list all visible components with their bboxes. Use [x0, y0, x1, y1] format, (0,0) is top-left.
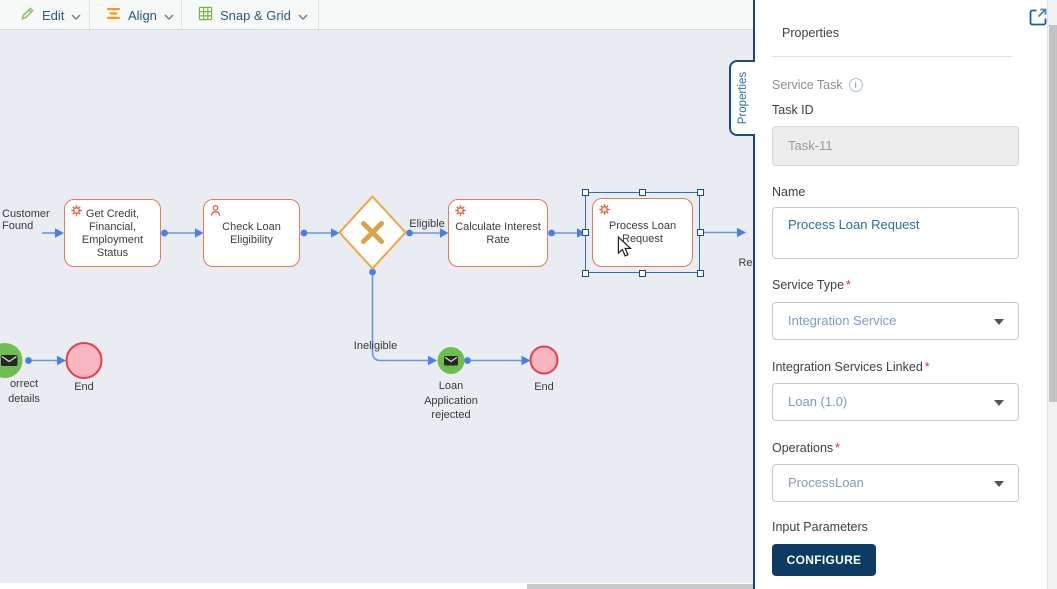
toolbar-divider: [89, 0, 90, 30]
vertical-scrollbar-thumb[interactable]: [1049, 25, 1057, 402]
resize-handle[interactable]: [696, 269, 704, 277]
task-process-loan-request[interactable]: Process Loan Request: [592, 198, 693, 267]
task-id-field: Task-11: [772, 126, 1019, 166]
resize-handle[interactable]: [581, 229, 589, 236]
task-get-credit[interactable]: Get Credit, Financial, Employment Status: [64, 199, 161, 267]
service-type-label: Service Type*: [772, 278, 851, 292]
info-icon[interactable]: i: [848, 78, 863, 92]
gear-icon: [454, 204, 467, 221]
selection-rect: [585, 192, 700, 273]
task-label: Process Loan Request: [608, 220, 677, 245]
align-menu-label: Align: [128, 7, 157, 23]
task-label: Check Loan Eligibility: [222, 220, 281, 246]
resize-handle[interactable]: [581, 188, 589, 196]
properties-panel: Properties Service Task i Task ID Task-1…: [753, 0, 1057, 589]
dropdown-caret-icon: [994, 481, 1004, 487]
name-label: Name: [772, 185, 806, 199]
name-field[interactable]: Process Loan Request: [772, 207, 1019, 259]
service-type-select[interactable]: Integration Service: [772, 302, 1019, 340]
pencil-icon: [20, 6, 35, 24]
element-type-label: Service Task: [772, 78, 843, 92]
dropdown-caret-icon: [994, 400, 1004, 406]
align-lines-icon: [106, 7, 121, 23]
chevron-down-icon: [71, 8, 81, 23]
task-check-loan-eligibility[interactable]: Check Loan Eligibility: [203, 199, 300, 267]
horizontal-scrollbar-thumb[interactable]: [527, 584, 753, 589]
snap-grid-menu-button[interactable]: Snap & Grid: [188, 0, 318, 30]
element-type-row: Service Task i: [772, 78, 863, 92]
resize-handle[interactable]: [581, 269, 589, 277]
end-event-bottom: [529, 345, 559, 375]
edge-label-eligible: Eligible: [409, 218, 445, 230]
task-label: Calculate Interest Rate: [455, 220, 541, 246]
required-asterisk: *: [835, 441, 841, 455]
toolbar: Edit Align Snap & Grid: [0, 0, 753, 30]
message-event-loan-rejected: [437, 347, 465, 374]
services-linked-label: Integration Services Linked*: [772, 360, 930, 374]
toolbar-divider: [181, 0, 182, 30]
message-event-incorrect-details: [0, 343, 23, 378]
gear-icon: [598, 203, 611, 220]
edit-menu-label: Edit: [42, 7, 65, 23]
popout-icon[interactable]: [1028, 7, 1048, 27]
properties-tab-label: Properties: [737, 71, 750, 125]
services-linked-select[interactable]: Loan (1.0): [772, 383, 1019, 421]
gear-icon: [70, 204, 83, 221]
operations-select[interactable]: ProcessLoan: [772, 464, 1019, 502]
required-asterisk: *: [846, 278, 851, 292]
resize-handle[interactable]: [639, 269, 646, 277]
task-id-label: Task ID: [772, 103, 814, 117]
chevron-down-icon: [298, 8, 308, 23]
connectors-layer: [0, 195, 746, 379]
vertical-scrollbar[interactable]: [1047, 0, 1057, 589]
snap-grid-menu-label: Snap & Grid: [220, 7, 291, 23]
edge-label-customer-found: Customer Found: [2, 208, 50, 232]
resize-handle[interactable]: [696, 188, 704, 196]
edit-menu-button[interactable]: Edit: [10, 0, 91, 30]
input-parameters-label: Input Parameters: [772, 520, 868, 534]
event-label-end-left: End: [74, 381, 94, 393]
toolbar-divider: [318, 0, 319, 30]
exclusive-gateway-node: [338, 195, 407, 270]
event-label-loan-rejected: Loan Application rejected: [424, 380, 478, 421]
chevron-down-icon: [164, 8, 174, 23]
edge-label-rejected-clipped: Re: [738, 257, 753, 269]
end-event-left: [65, 342, 103, 379]
resize-handle[interactable]: [639, 188, 646, 196]
horizontal-scrollbar[interactable]: [0, 583, 753, 589]
align-menu-button[interactable]: Align: [96, 0, 184, 30]
configure-button[interactable]: CONFIGURE: [772, 544, 876, 576]
user-icon: [209, 204, 222, 221]
gateway-x-icon: [361, 221, 384, 244]
resize-handle[interactable]: [696, 229, 704, 236]
operations-label: Operations*: [772, 441, 841, 455]
task-calculate-interest-rate[interactable]: Calculate Interest Rate: [448, 199, 548, 267]
event-label-incorrect-details: orrect details: [8, 378, 40, 405]
dropdown-caret-icon: [994, 319, 1004, 325]
event-label-end-bottom: End: [534, 381, 554, 393]
task-label: Get Credit, Financial, Employment Status: [81, 207, 144, 259]
edge-label-ineligible: Ineligible: [353, 340, 398, 352]
required-asterisk: *: [924, 360, 930, 374]
properties-side-tab[interactable]: Properties: [729, 60, 755, 136]
panel-title: Properties: [782, 26, 839, 40]
grid-icon: [198, 6, 213, 24]
divider: [772, 56, 1012, 57]
mouse-cursor: [617, 235, 633, 263]
diagram-canvas[interactable]: Get Credit, Financial, Employment Status…: [0, 30, 753, 583]
